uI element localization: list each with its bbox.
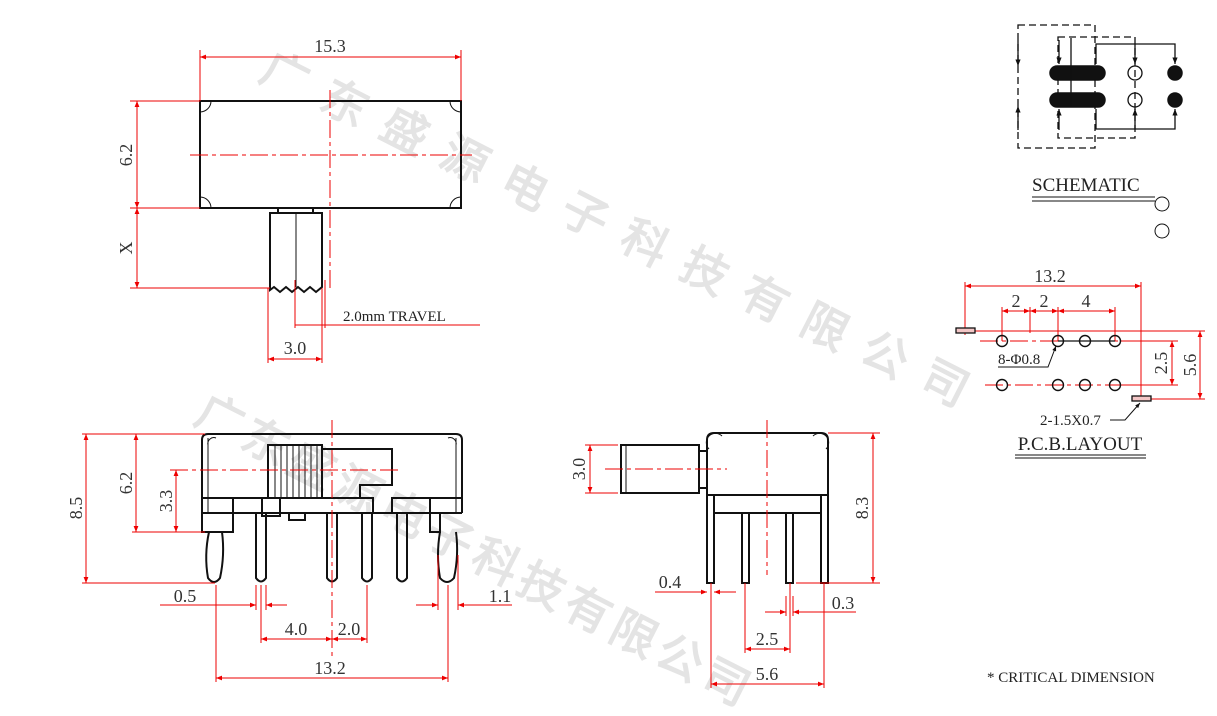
pcb-slots-label: 2-1.5X0.7: [1040, 413, 1101, 429]
common-contact-top: [1049, 65, 1106, 81]
critical-dimension-note: * CRITICAL DIMENSION: [987, 670, 1155, 686]
watermark-character: 司: [912, 349, 978, 418]
dim-side-height-label: 8.3: [852, 497, 872, 520]
dim-overall-height-label: 8.5: [66, 497, 86, 520]
dim-height-label: 6.2: [116, 144, 136, 167]
side-view: 3.0 8.3 0.4 0.3 2.5 5.6: [569, 420, 880, 688]
pcb-overall-label: 13.2: [1034, 266, 1066, 286]
dim-actuator-length-label: X: [116, 242, 136, 255]
actuator-knob: [269, 212, 323, 294]
pcb-pitch2-label: 2: [1040, 291, 1049, 311]
dim-pin-width-label: 0.5: [174, 586, 197, 606]
watermark-character: 子: [552, 181, 618, 250]
side-pin-a: [741, 512, 750, 584]
dim-pitch-a-label: 4.0: [285, 619, 308, 639]
dim-actuator-width-label: 3.0: [284, 338, 307, 358]
schematic: SCHEMATIC: [1015, 24, 1183, 239]
mount-leg-left: [205, 531, 225, 583]
pcb-title: P.C.B.LAYOUT: [1018, 434, 1143, 455]
watermark-character: 广: [252, 41, 318, 110]
watermark-character: 科: [612, 209, 678, 278]
dim-leg-spacing-label: 5.6: [756, 664, 779, 684]
dim-actuator-center-label: 3.3: [156, 490, 176, 513]
dim-leg-span-label: 13.2: [314, 658, 346, 678]
common-contact-bottom: [1049, 92, 1106, 108]
dim-pin-row-spacing-label: 2.5: [756, 629, 779, 649]
pcb-pitch1-label: 2: [1012, 291, 1021, 311]
side-leg-right: [820, 494, 829, 584]
corner-marks: [199, 100, 462, 209]
dim-body-height-label: 6.2: [116, 472, 136, 495]
pcb-holes-label: 8-Φ0.8: [998, 352, 1040, 368]
watermark-character: 有: [732, 265, 798, 334]
front-view: 8.5 6.2 3.3 0.5 1.1 4.0 2.0 13.2: [66, 420, 512, 682]
pcb-slot-spacing-label: 5.6: [1180, 354, 1200, 377]
pcb-pitch3-label: 4: [1082, 291, 1091, 311]
slot-pad-left: [955, 327, 976, 334]
side-leg-left: [706, 494, 715, 584]
slot-pad-right: [1131, 395, 1152, 402]
pcb-holes: [995, 334, 1122, 392]
side-pin-b: [785, 512, 794, 584]
watermark-character: 源: [432, 125, 498, 194]
dim-leg-width-label: 1.1: [489, 586, 512, 606]
dim-pin-thickness-label: 0.3: [832, 593, 855, 613]
dim-actuator-height-label: 3.0: [569, 458, 589, 481]
schematic-title: SCHEMATIC: [1032, 175, 1140, 196]
dim-width-label: 15.3: [314, 36, 346, 56]
pcb-row-spacing-label: 2.5: [1151, 352, 1171, 375]
dim-leg-thickness-label: 0.4: [659, 572, 682, 592]
watermark-character: 技: [672, 237, 738, 306]
dim-pitch-b-label: 2.0: [338, 619, 361, 639]
top-view: 15.3 6.2 X 2.0mm TRAVEL 3.0: [116, 36, 480, 363]
travel-label: 2.0mm TRAVEL: [343, 309, 446, 325]
pcb-layout: 13.2 2 2 4 8-Φ0.8 2-1.5X0.7 2.5 5.6 P.C.…: [955, 266, 1205, 459]
watermark-character: 东: [312, 69, 378, 138]
watermark-character: 限: [792, 293, 858, 362]
watermark-character: 公: [852, 321, 918, 390]
watermark-character: 电: [492, 153, 558, 222]
